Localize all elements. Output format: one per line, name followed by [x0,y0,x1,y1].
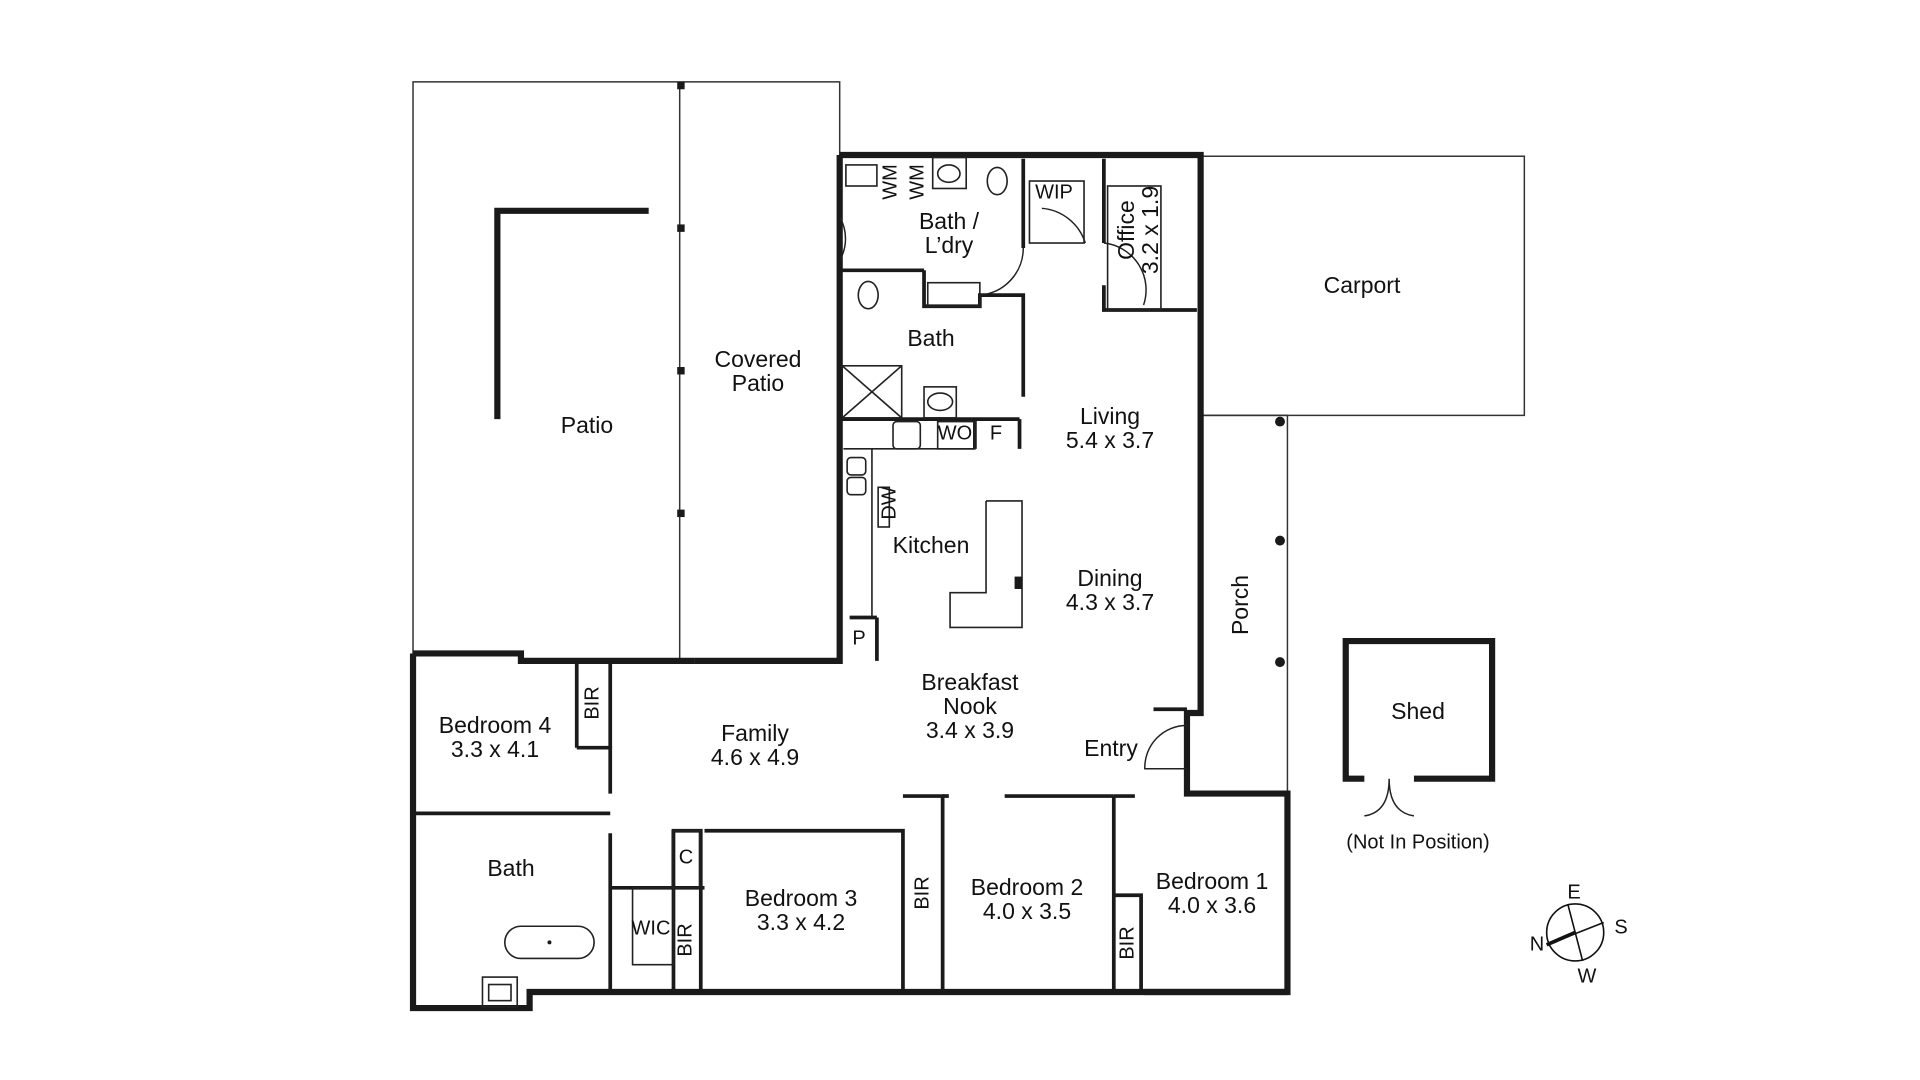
exterior-walls [409,151,1291,1012]
fixture-label-wm-1: WM [879,164,902,200]
room-label-carport: Carport [1323,272,1401,298]
fixture-label-bir-bedroom-4: BIR [581,686,604,720]
fixture-label-dishwasher: DW [878,486,901,520]
compass-west: W [1577,965,1597,988]
doors [839,207,1415,817]
shed-walls [1342,637,1496,782]
fixture-label-cupboard: C [678,846,694,869]
room-label-bath-lower: Bath [487,855,535,881]
compass-east: E [1567,881,1581,904]
shed-note: (Not In Position) [1346,831,1490,854]
fixture-label-bir-bedroom-3: BIR [674,923,697,957]
fixture-label-fridge: F [989,422,1003,445]
fixture-label-wm-2: WM [906,164,929,200]
patio-posts [677,81,1285,668]
room-label-shed: Shed [1391,698,1445,724]
room-label-bath-upper: Bath [907,325,955,351]
room-label-patio: Patio [560,412,614,438]
room-label-entry: Entry [1084,735,1138,761]
room-label-wip: WIP [1035,181,1073,204]
patio-wall [494,207,649,420]
fixture-label-pantry: P [852,627,866,650]
compass-icon [1545,903,1605,962]
compass-north: N [1529,933,1545,956]
room-label-bath-laundry: Bath /L’dry [918,208,980,258]
room-label-porch: Porch [1227,574,1253,636]
room-label-wic: WIC [631,917,671,940]
room-label-kitchen: Kitchen [892,532,970,558]
fixtures [481,156,1162,1008]
fixture-label-bir-bedroom-2: BIR [911,876,934,910]
fixture-label-bir-bedroom-1: BIR [1116,926,1139,960]
compass-south: S [1614,916,1628,939]
fixture-label-wall-oven: WO [937,422,973,445]
